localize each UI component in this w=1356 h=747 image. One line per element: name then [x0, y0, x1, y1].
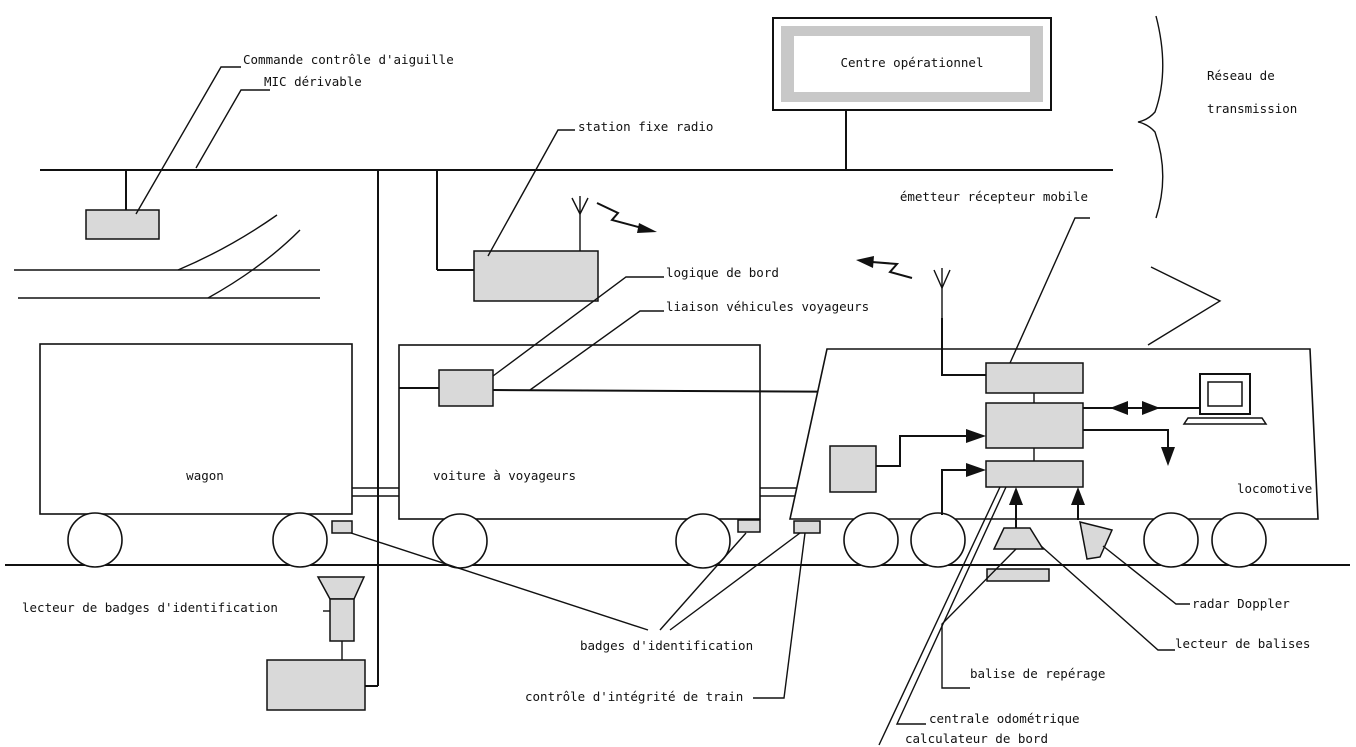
calculateur-label: calculateur de bord: [905, 731, 1048, 746]
wheel-sensor-arrow: [966, 463, 986, 477]
wheel-sensor-feed: [941, 469, 975, 515]
voiture-wheel-2: [675, 513, 731, 569]
radar-arrow: [1071, 487, 1085, 505]
station-label: station fixe radio: [578, 119, 713, 134]
emetteur-box: [985, 362, 1084, 394]
calculateur-leader: [878, 486, 1001, 746]
loco-badge: [793, 520, 821, 534]
odometry-box: [829, 445, 877, 493]
locomotive-label: locomotive: [1237, 481, 1312, 496]
centrale-label: centrale odométrique: [929, 711, 1080, 726]
lecteur-badges: [266, 576, 366, 711]
loco-wheel-2: [910, 512, 966, 568]
voiture-voyageurs: voiture à voyageurs: [398, 344, 761, 569]
badges-leader-3: [669, 532, 801, 631]
station-radio-box: [473, 250, 599, 302]
radar-label: radar Doppler: [1192, 596, 1290, 611]
voiture-badge: [737, 519, 761, 533]
lecteur-balises-box: [992, 527, 1045, 550]
logique-label: logique de bord: [666, 265, 779, 280]
reseau-brace: [1137, 15, 1164, 219]
radio-wave-icon: [596, 202, 657, 233]
integrite-label: contrôle d'intégrité de train: [525, 689, 743, 704]
wagon-badge: [331, 520, 353, 534]
loco-output-arrow: [1161, 447, 1175, 466]
balise-leader: [941, 548, 1017, 689]
wagon-wheel-1: [67, 512, 123, 568]
calculateur-box: [985, 402, 1084, 449]
aiguille-control-box: [85, 209, 160, 240]
wagon-wheel-2: [272, 512, 328, 568]
balise-reader-arrow: [1009, 487, 1023, 505]
liaison-leader: [529, 310, 664, 391]
mic-label: MIC dérivable: [264, 74, 362, 89]
radar-leader: [1102, 545, 1190, 605]
lecteur-badges-label: lecteur de badges d'identification: [22, 600, 278, 615]
centre-label: Centre opérationnel: [841, 55, 984, 70]
loco-output: [1083, 429, 1169, 450]
lecteur-balises-leader: [1040, 545, 1175, 651]
wagon-label: wagon: [186, 468, 224, 483]
emetteur-label: émetteur récepteur mobile: [900, 189, 1088, 204]
centre-operationnel: Centre opérationnel: [772, 17, 1052, 111]
balise-label: balise de repérage: [970, 666, 1105, 681]
centrale-box: [985, 460, 1084, 488]
balise-box: [986, 568, 1050, 582]
mobile-radio-wave-icon: [856, 256, 913, 279]
commande-leader: [135, 66, 241, 215]
wagon: wagon: [39, 343, 353, 568]
mobile-antenna-icon: [933, 268, 951, 318]
loco-bracket: [1147, 266, 1222, 346]
reseau-label-2: transmission: [1207, 101, 1297, 116]
commande-label: Commande contrôle d'aiguille: [243, 52, 454, 67]
centrale-leader: [895, 486, 1007, 725]
station-leader: [487, 129, 575, 257]
logique-leader: [492, 276, 664, 377]
lecteur-balises-label: lecteur de balises: [1175, 636, 1310, 651]
voiture-label: voiture à voyageurs: [433, 468, 576, 483]
voiture-wheel-1: [432, 513, 488, 569]
odometry-arrow: [966, 429, 986, 443]
liaison-label: liaison véhicules voyageurs: [666, 299, 869, 314]
radar-doppler-box: [1079, 520, 1114, 560]
loco-wheel-1: [843, 512, 899, 568]
switch-curve-2: [207, 229, 301, 299]
station-antenna-icon: [571, 196, 589, 251]
badges-label: badges d'identification: [580, 638, 753, 653]
terminal-arrow-left: [1110, 401, 1128, 415]
loco-wheel-4: [1211, 512, 1267, 568]
mic-leader: [195, 89, 270, 169]
antenna-feed: [941, 318, 986, 376]
emetteur-leader: [1009, 217, 1090, 364]
loco-wheel-3: [1143, 512, 1199, 568]
badges-leader-2: [659, 532, 747, 631]
odometry-feed: [876, 435, 975, 467]
logique-bord-box: [438, 369, 494, 407]
terminal-icon: [1182, 373, 1268, 425]
switch-curve-1: [177, 214, 278, 271]
terminal-arrow-right: [1142, 401, 1160, 415]
reseau-label-1: Réseau de: [1207, 68, 1275, 83]
integrite-leader: [753, 532, 806, 699]
badges-leader-1: [350, 532, 649, 631]
